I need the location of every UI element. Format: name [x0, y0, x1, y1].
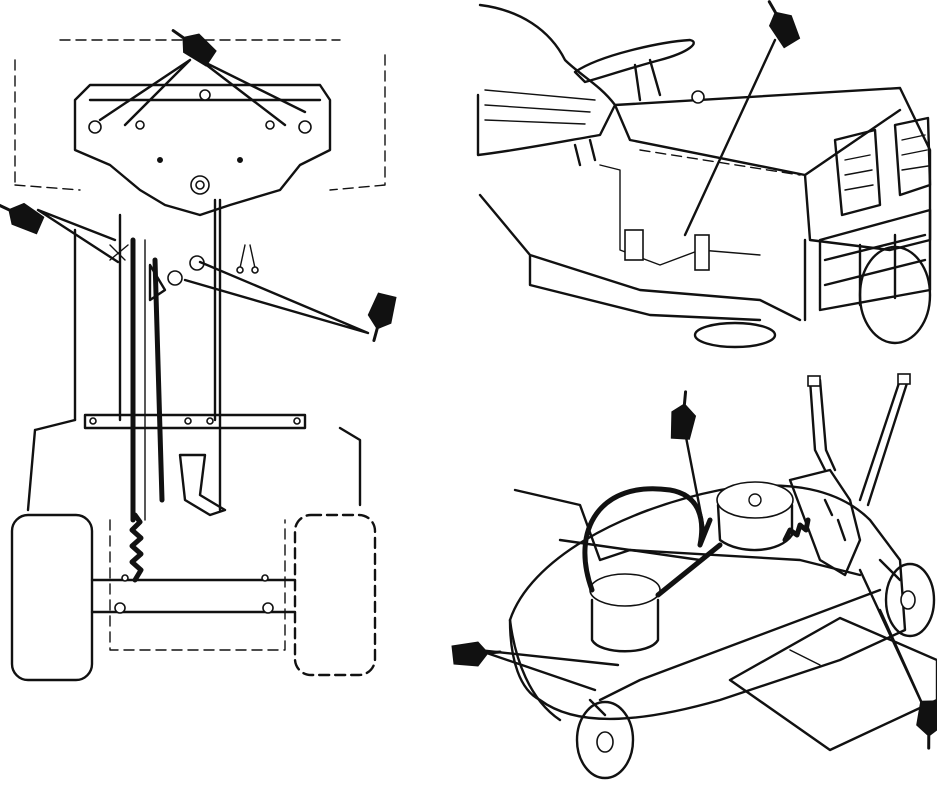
deck-linkage	[513, 488, 862, 577]
discharge-chute	[728, 616, 937, 752]
front-bumper	[818, 208, 932, 312]
pulley-left	[589, 573, 661, 607]
engine-frame	[478, 193, 802, 322]
mower-deck-view	[450, 373, 937, 780]
oil-can-icon	[0, 190, 49, 239]
deck-wheel-left	[575, 700, 635, 780]
lift-handle	[808, 378, 837, 472]
spring	[129, 512, 144, 583]
frame-rails	[73, 198, 217, 422]
rear-wheel-left	[10, 513, 94, 682]
steering-wheel	[573, 38, 695, 84]
pulley-right	[716, 481, 794, 519]
oil-can-icon	[165, 18, 221, 71]
front-outline	[14, 39, 386, 191]
rear-wheel-right	[293, 513, 377, 677]
deck-wheel-right	[884, 562, 936, 638]
chassis-underside-view	[0, 18, 402, 682]
cross-bar	[83, 413, 307, 430]
oil-can-icon	[665, 388, 701, 444]
front-axle-plate	[73, 83, 332, 217]
rear-body	[26, 418, 362, 512]
brake-pedal	[178, 453, 227, 517]
seat	[476, 3, 617, 157]
oil-can-icon	[359, 289, 402, 346]
oil-can-icon	[450, 640, 502, 668]
oil-can-icon	[913, 697, 937, 751]
oil-can-icon	[758, 0, 804, 51]
front-grille	[833, 116, 932, 217]
front-wheel	[858, 245, 932, 345]
hood	[613, 86, 932, 252]
hood-engine-view	[476, 0, 932, 349]
